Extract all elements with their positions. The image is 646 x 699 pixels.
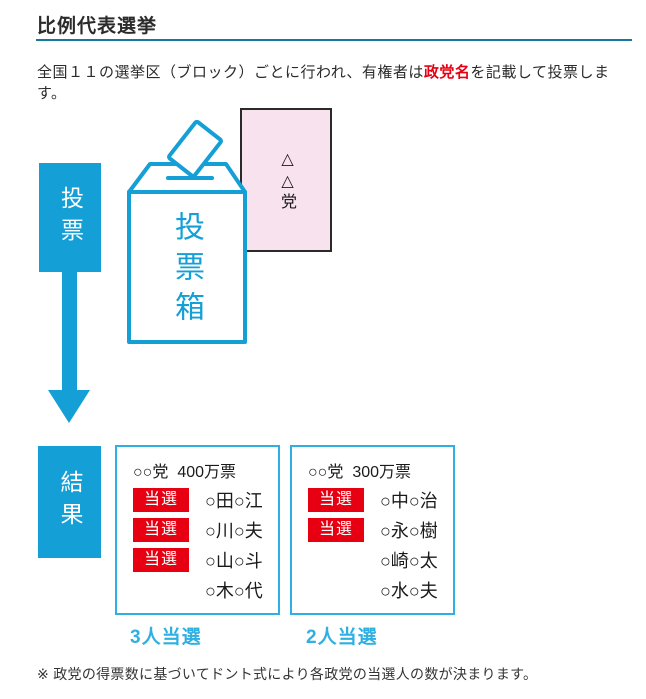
candidate-row: 当選 ○川○夫	[133, 518, 278, 542]
candidate-name: ○川○夫	[205, 521, 263, 541]
vote-count: 400万票	[177, 464, 237, 481]
result-card-1-header: ○○党 400万票	[133, 458, 278, 481]
candidate-name: ○山○斗	[205, 551, 263, 571]
footnote: ※ 政党の得票数に基づいてドント式により各政党の当選人の数が決まります。	[37, 666, 538, 682]
stage-label-vote: 投票	[39, 163, 101, 272]
candidate-row: ○水○夫	[308, 578, 453, 602]
description-text-before: 全国１１の選挙区（ブロック）ごとに行われ、有権者は	[37, 64, 424, 81]
title-underline	[36, 39, 632, 41]
candidate-row: 当選 ○永○樹	[308, 518, 453, 542]
candidate-row: 当選 ○中○治	[308, 488, 453, 512]
candidate-row: 当選 ○田○江	[133, 488, 278, 512]
stage-label-result: 結果	[38, 446, 101, 558]
description-highlight: 政党名	[423, 64, 471, 81]
elected-badge: 当選	[133, 518, 189, 542]
result-card-2: ○○党 300万票 当選 ○中○治 当選 ○永○樹 ○崎○太 ○水○夫	[290, 445, 455, 615]
stage-result-text: 結果	[57, 470, 83, 534]
candidate-name: ○水○夫	[380, 581, 438, 601]
down-arrow-head-icon	[48, 390, 90, 423]
candidate-row: 当選 ○山○斗	[133, 548, 278, 572]
candidate-name: ○崎○太	[380, 551, 438, 571]
result-card-2-header: ○○党 300万票	[308, 458, 453, 481]
candidate-name: ○木○代	[205, 581, 263, 601]
party-name: ○○党	[133, 464, 169, 481]
result-summary-1: 3人当選	[130, 627, 202, 648]
result-summary-2: 2人当選	[306, 627, 378, 648]
stage-vote-text: 投票	[57, 185, 84, 250]
party-ballot-paper: △△党	[240, 108, 332, 252]
candidate-name: ○中○治	[380, 491, 438, 511]
description: 全国１１の選挙区（ブロック）ごとに行われ、有権者は政党名を記載して投票します。	[37, 61, 637, 103]
result-card-1: ○○党 400万票 当選 ○田○江 当選 ○川○夫 当選 ○山○斗 ○木○代	[115, 445, 280, 615]
party-ballot-label: △△党	[278, 148, 295, 212]
vote-count: 300万票	[352, 464, 412, 481]
ballot-box-label: 投票箱	[170, 211, 203, 331]
description-text-after: を記載して投票します。	[37, 64, 610, 102]
elected-badge: 当選	[308, 488, 364, 512]
elected-badge: 当選	[133, 488, 189, 512]
elected-badge: 当選	[133, 548, 189, 572]
candidate-name: ○永○樹	[380, 521, 438, 541]
candidate-row: ○木○代	[133, 578, 278, 602]
ballot-box-icon	[127, 119, 247, 344]
candidate-name: ○田○江	[205, 491, 263, 511]
page-title: 比例代表選挙	[37, 16, 158, 37]
elected-badge: 当選	[308, 518, 364, 542]
down-arrow-stem-icon	[62, 271, 77, 391]
candidate-row: ○崎○太	[308, 548, 453, 572]
party-name: ○○党	[308, 464, 344, 481]
